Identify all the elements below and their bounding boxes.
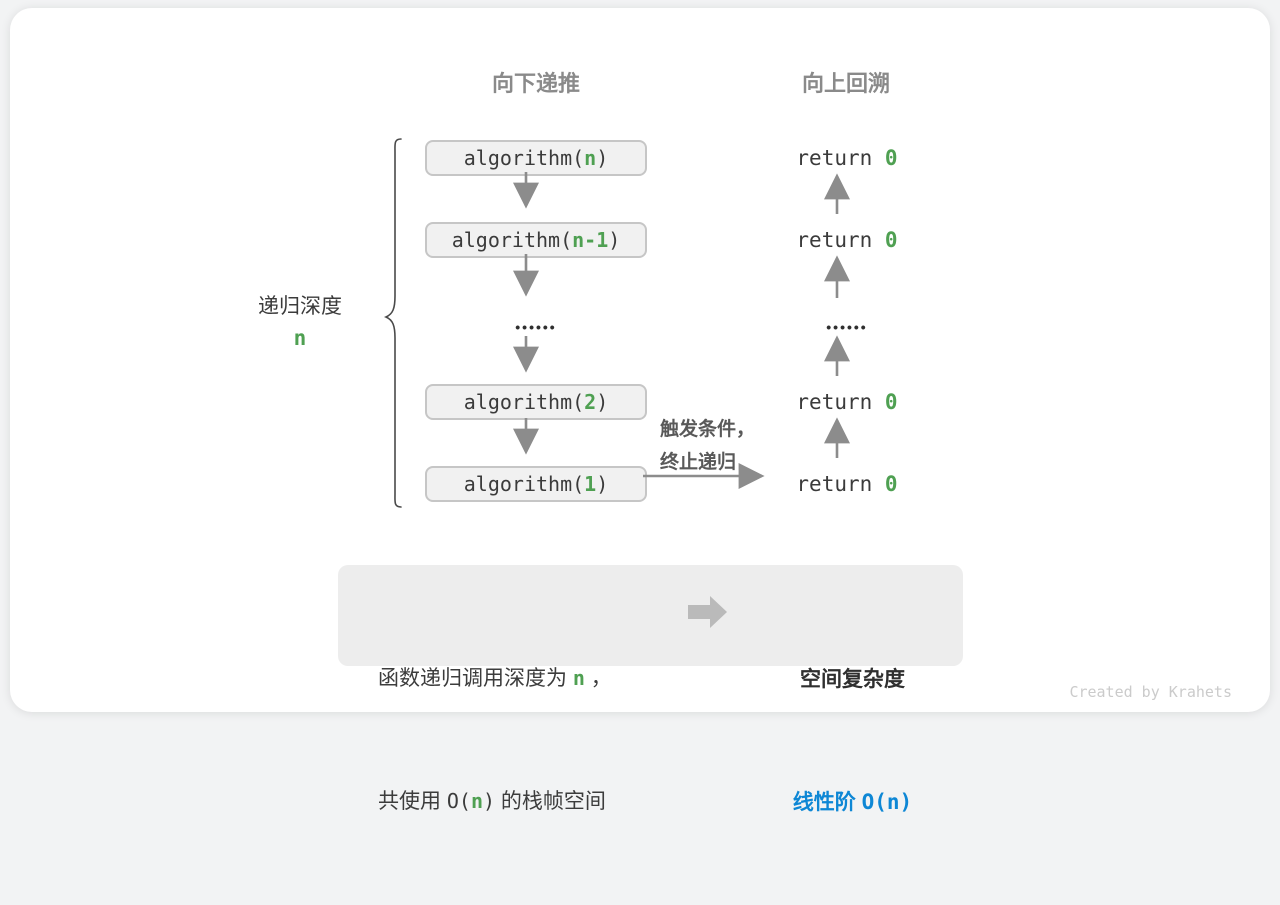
terminate-annotation-line1: 触发条件， [660, 419, 756, 440]
return-statement: return 0 [736, 145, 958, 171]
summary-n: n [572, 666, 585, 690]
recursion-depth-label: 递归深度 [258, 295, 342, 318]
terminate-annotation-line2: 终止递归 [660, 452, 737, 473]
summary-statement: 函数递归调用深度为 n ， 共使用 O(n) 的栈帧空间 [378, 576, 678, 904]
call-pre: algorithm( [463, 146, 585, 170]
summary-panel [338, 565, 963, 666]
recursion-depth-value: n [293, 326, 307, 350]
diagram-card: 向下递推 向上回溯 递归深度 n algorithm(n) algorithm(… [10, 8, 1270, 814]
call-box-algorithm-2: algorithm(2) [425, 384, 647, 420]
backtrack-column-title: 向上回溯 [801, 71, 890, 96]
space-complexity-result: 线性阶 O(n) [755, 782, 950, 823]
summary-result: 空间复杂度 线性阶 O(n) [755, 577, 950, 905]
return-statement: return 0 [736, 227, 958, 253]
return-keyword: return [796, 472, 885, 496]
call-post: ) [596, 146, 609, 170]
call-text: algorithm(1) [464, 472, 609, 496]
result-big-o: O(n) [861, 790, 913, 814]
space-complexity-title: 空间复杂度 [800, 668, 905, 691]
stack-ellipsis: •••••• [515, 319, 557, 335]
summary-line2: 共使用 O(n) 的栈帧空间 [378, 781, 678, 822]
curly-brace-icon [384, 138, 402, 508]
call-pre: algorithm( [463, 390, 585, 414]
call-arg: 2 [584, 390, 597, 414]
call-arg: n-1 [572, 228, 609, 252]
big-o-open: O( [446, 789, 471, 813]
return-value: 0 [884, 146, 898, 170]
call-box-algorithm-n-1: algorithm(n-1) [425, 222, 647, 258]
summary-line1: 函数递归调用深度为 n ， [378, 658, 678, 699]
return-statement: return 0 [736, 471, 958, 497]
call-arg: 1 [584, 472, 597, 496]
return-keyword: return [796, 228, 885, 252]
return-value: 0 [884, 228, 898, 252]
call-pre: algorithm( [451, 228, 573, 252]
call-text: algorithm(2) [464, 390, 609, 414]
call-text: algorithm(n) [464, 146, 609, 170]
big-o-close: ) [482, 789, 496, 813]
recurse-column-title: 向下递推 [491, 71, 580, 96]
call-pre: algorithm( [463, 472, 585, 496]
summary-line1-tail: ， [584, 667, 612, 690]
return-keyword: return [796, 146, 885, 170]
summary-line1-text: 函数递归调用深度为 [378, 667, 573, 690]
return-keyword: return [796, 390, 885, 414]
result-label: 线性阶 [792, 791, 862, 814]
return-statement: return 0 [736, 389, 958, 415]
call-box-algorithm-1: algorithm(1) [425, 466, 647, 502]
summary-line2-tail: 的栈帧空间 [495, 790, 606, 813]
returns-ellipsis: •••••• [826, 319, 868, 335]
return-value: 0 [884, 472, 898, 496]
call-arg: n [584, 146, 597, 170]
call-post: ) [596, 472, 609, 496]
credit-text: Created by Krahets [1069, 683, 1232, 701]
return-value: 0 [884, 390, 898, 414]
call-post: ) [596, 390, 609, 414]
call-box-algorithm-n: algorithm(n) [425, 140, 647, 176]
call-text: algorithm(n-1) [452, 228, 621, 252]
block-arrow-icon [688, 596, 727, 628]
call-post: ) [608, 228, 621, 252]
big-o-n: n [470, 789, 483, 813]
summary-line2-text: 共使用 [378, 790, 447, 813]
